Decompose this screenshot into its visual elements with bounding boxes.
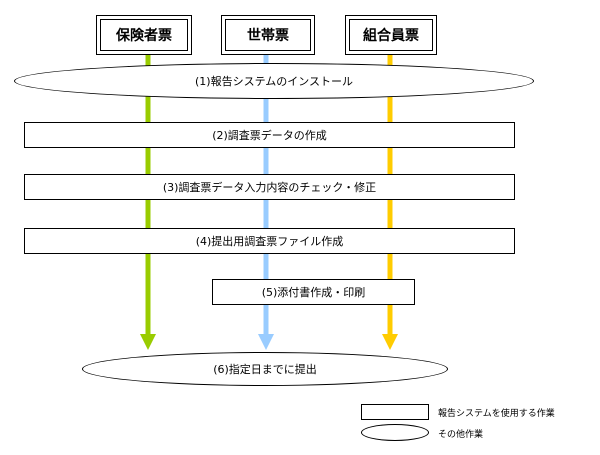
kumiaiin-form-header: 組合員票 [345,15,437,55]
step-4-label: (4)提出用調査票ファイル作成 [195,235,344,248]
hokensha-flow-arrow [140,55,156,350]
step-5-label: (5)添付書作成・印刷 [261,286,366,299]
setai-flow-arrow [258,55,274,350]
kumiaiin-form-label: 組合員票 [363,28,419,44]
step-3-check-data: (3)調査票データ入力内容のチェック・修正 [24,174,515,200]
step-1-install: (1)報告システムのインストール [14,63,534,99]
legend-rect-symbol [361,404,429,420]
step-3-label: (3)調査票データ入力内容のチェック・修正 [162,181,377,194]
setai-form-label: 世帯票 [247,28,289,44]
legend-rect-label: 報告システムを使用する作業 [438,409,555,419]
step-6-label: (6)指定日までに提出 [213,363,317,376]
legend-ellipse-symbol [361,424,429,441]
step-5-attachment: (5)添付書作成・印刷 [212,279,415,305]
kumiaiin-flow-arrow [382,55,398,350]
hokensha-form-label: 保険者票 [116,28,172,44]
step-2-label: (2)調査票データの作成 [212,129,327,142]
step-1-label: (1)報告システムのインストール [194,75,354,88]
hokensha-form-header: 保険者票 [96,15,192,55]
setai-form-header: 世帯票 [221,15,315,55]
step-2-create-data: (2)調査票データの作成 [24,122,515,148]
legend-ellipse-label: その他作業 [438,430,484,440]
step-4-create-file: (4)提出用調査票ファイル作成 [24,228,515,254]
step-6-submit: (6)指定日までに提出 [82,352,448,386]
